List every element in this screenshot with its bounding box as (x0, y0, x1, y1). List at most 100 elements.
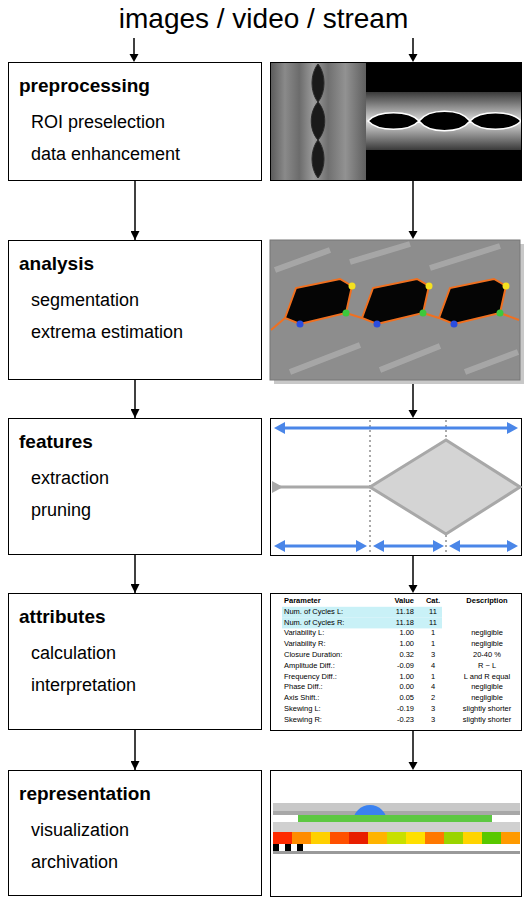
extremum-dot (297, 321, 304, 328)
table-cell: 1 (413, 639, 453, 650)
table-header: Value (354, 596, 414, 607)
flow-arrow (412, 731, 414, 763)
table-cell: negligible (452, 628, 522, 639)
heat-cell (425, 832, 444, 844)
table-cell: 20-40 % (452, 650, 522, 661)
extremum-dot (343, 310, 350, 317)
glottis-shape (368, 111, 521, 131)
heat-cell (482, 832, 501, 844)
process-box: analysis segmentationextrema estimation (8, 240, 262, 380)
table-cell: 1 (413, 628, 453, 639)
table-cell: Amplitude Diff.: (284, 661, 404, 672)
table-cell: 11.18 (354, 607, 414, 618)
process-box: preprocessingROI preselectiondata enhanc… (8, 62, 262, 181)
arrow-head (449, 540, 460, 552)
summary-bar (273, 851, 520, 854)
arrow-head (274, 422, 285, 434)
step-item: calculation (19, 637, 249, 669)
period-arrow (282, 427, 510, 430)
heat-cell (311, 832, 330, 844)
status-bar (298, 815, 492, 822)
phase-arrow (381, 545, 436, 548)
arrow-head (433, 540, 444, 552)
table-cell: slightly shorter (452, 715, 522, 726)
panel-frame (271, 594, 522, 731)
extremum-dot (420, 310, 427, 317)
table-header: Parameter (284, 596, 404, 607)
table-cell: R ~ L (452, 661, 522, 672)
arrow-head (130, 54, 139, 62)
flow-arrow (412, 381, 414, 411)
step-item: visualization (19, 814, 249, 846)
axis-head (272, 481, 283, 493)
flow-arrow (412, 181, 414, 232)
flow-arrow (134, 555, 136, 593)
summary-bar (273, 811, 520, 815)
kymogram-image (271, 63, 367, 181)
heat-cell (501, 832, 520, 844)
contour-line (271, 318, 285, 330)
step-heading: attributes (19, 603, 249, 631)
table-cell: Num. of Cycles R: (284, 618, 404, 629)
extremum-dot (349, 283, 356, 290)
heat-cell (330, 832, 349, 844)
table-cell: negligible (452, 693, 522, 704)
row-highlight (282, 618, 442, 629)
extremum-dot (503, 283, 510, 290)
table-cell: 3 (413, 650, 453, 661)
table-cell: Variability R: (284, 639, 404, 650)
process-box: attributescalculationinterpretation (8, 593, 262, 730)
extremum-dot (374, 321, 381, 328)
table-cell: 0.05 (354, 693, 414, 704)
table-cell: 1.00 (354, 672, 414, 683)
step-item: segmentation (19, 284, 249, 316)
step-item: extrema estimation (19, 316, 249, 348)
arrow-head (409, 585, 418, 593)
diagram-title: images / video / stream (0, 2, 527, 36)
phase-arrow (457, 545, 510, 548)
flow-arrow (134, 181, 136, 240)
table-cell: Closure Duration: (284, 650, 404, 661)
table-cell: 11 (413, 618, 453, 629)
extremum-dot (497, 310, 504, 317)
arrow-head (409, 762, 418, 770)
heat-cell (273, 832, 292, 844)
roi-image (366, 63, 522, 181)
glottis-segment (285, 279, 352, 324)
arrow-head (409, 54, 418, 62)
table-cell: -0.09 (354, 661, 414, 672)
table-cell: 3 (413, 715, 453, 726)
table-cell: 11 (413, 607, 453, 618)
step-item: data enhancement (19, 138, 249, 170)
table-cell: Skewing R: (284, 715, 404, 726)
flow-arrow (412, 556, 414, 586)
step-item: extraction (19, 462, 249, 494)
step-heading: analysis (19, 250, 249, 278)
table-cell: 1.00 (354, 639, 414, 650)
table-cell: -0.19 (354, 704, 414, 715)
heat-cell (292, 832, 311, 844)
summary-bar (273, 822, 520, 832)
heat-cell (406, 832, 425, 844)
table-cell: negligible (452, 682, 522, 693)
table-cell: 0.00 (354, 682, 414, 693)
table-header: Cat. (413, 596, 453, 607)
process-box: featuresextractionpruning (8, 418, 262, 555)
table-cell: Variability L: (284, 628, 404, 639)
summary-bar (273, 803, 520, 811)
table-cell: 4 (413, 682, 453, 693)
glottis-segment (362, 279, 429, 324)
heat-cell (349, 832, 368, 844)
heat-cell (387, 832, 406, 844)
step-heading: preprocessing (19, 72, 249, 100)
flow-arrow (134, 730, 136, 770)
tissue-texture (275, 244, 518, 372)
panel-frame (271, 63, 522, 181)
step-heading: features (19, 428, 249, 456)
table-cell: L and R equal (452, 672, 522, 683)
arrow-head (409, 410, 418, 418)
table-cell: Phase Diff.: (284, 682, 404, 693)
table-cell: -0.23 (354, 715, 414, 726)
step-heading: representation (19, 780, 249, 808)
table-cell: 0.32 (354, 650, 414, 661)
